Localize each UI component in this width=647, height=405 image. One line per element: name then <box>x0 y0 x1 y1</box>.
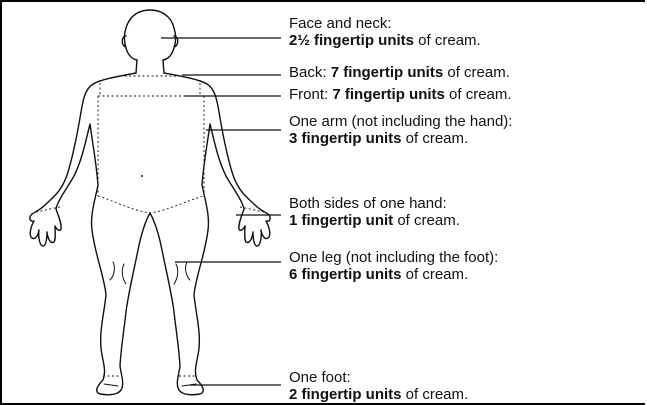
navel-dot <box>141 175 143 177</box>
neck-outline <box>136 60 164 73</box>
left-foot-detail <box>104 384 118 386</box>
face-neck-amount: 2½ fingertip units of cream. <box>289 32 481 49</box>
right-side-outline <box>150 73 270 395</box>
groin-boundary <box>98 196 204 213</box>
right-knee-detail <box>174 262 190 284</box>
label-front: Front: 7 fingertip units of cream. <box>289 86 512 103</box>
left-side-outline <box>30 73 150 395</box>
label-face-neck: Face and neck: 2½ fingertip units of cre… <box>289 15 481 49</box>
label-foot: One foot: 2 fingertip units of cream. <box>289 369 468 403</box>
label-back: Back: 7 fingertip units of cream. <box>289 64 510 81</box>
left-knee-detail <box>110 262 126 284</box>
label-hand: Both sides of one hand: 1 fingertip unit… <box>289 195 460 229</box>
label-leg: One leg (not including the foot): 6 fing… <box>289 249 498 283</box>
label-arm: One arm (not including the hand): 3 fing… <box>289 113 512 147</box>
face-neck-title: Face and neck: <box>289 15 481 32</box>
head-outline <box>124 10 175 60</box>
